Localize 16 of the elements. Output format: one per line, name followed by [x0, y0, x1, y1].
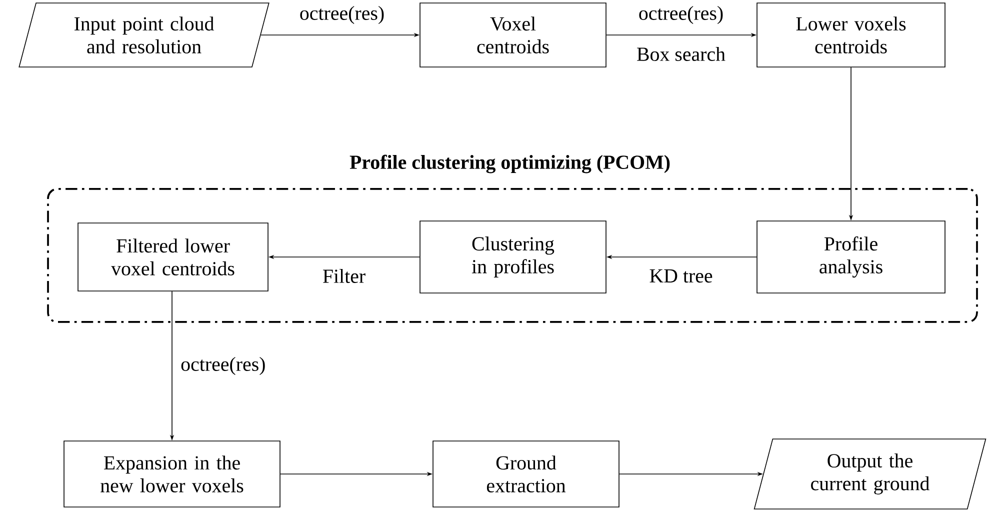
- io-parallelogram: Output the current ground: [754, 438, 986, 510]
- edge-label: octree(res): [637, 4, 725, 26]
- node-label: Profile clustering optimizing (PCOM): [350, 154, 670, 174]
- io-parallelogram: Input point cloud and resolution: [18, 2, 270, 68]
- process-box: Lower voxels centroids: [756, 2, 946, 68]
- annotation-text: Box search: [637, 47, 726, 61]
- process-box: Voxel centroids: [420, 2, 606, 68]
- process-box: Clustering in profiles: [420, 220, 606, 294]
- process-box: Expansion in the new lower voxels: [64, 440, 280, 508]
- process-box: Profile analysis: [756, 220, 946, 294]
- edge-label: KD tree: [648, 268, 714, 284]
- edge-label: octree(res): [179, 356, 267, 376]
- process-box: Ground extraction: [432, 440, 620, 508]
- edge-label: octree(res): [298, 4, 386, 26]
- process-box: Filtered lower voxel centroids: [78, 222, 268, 292]
- edge-label: Filter: [321, 268, 367, 284]
